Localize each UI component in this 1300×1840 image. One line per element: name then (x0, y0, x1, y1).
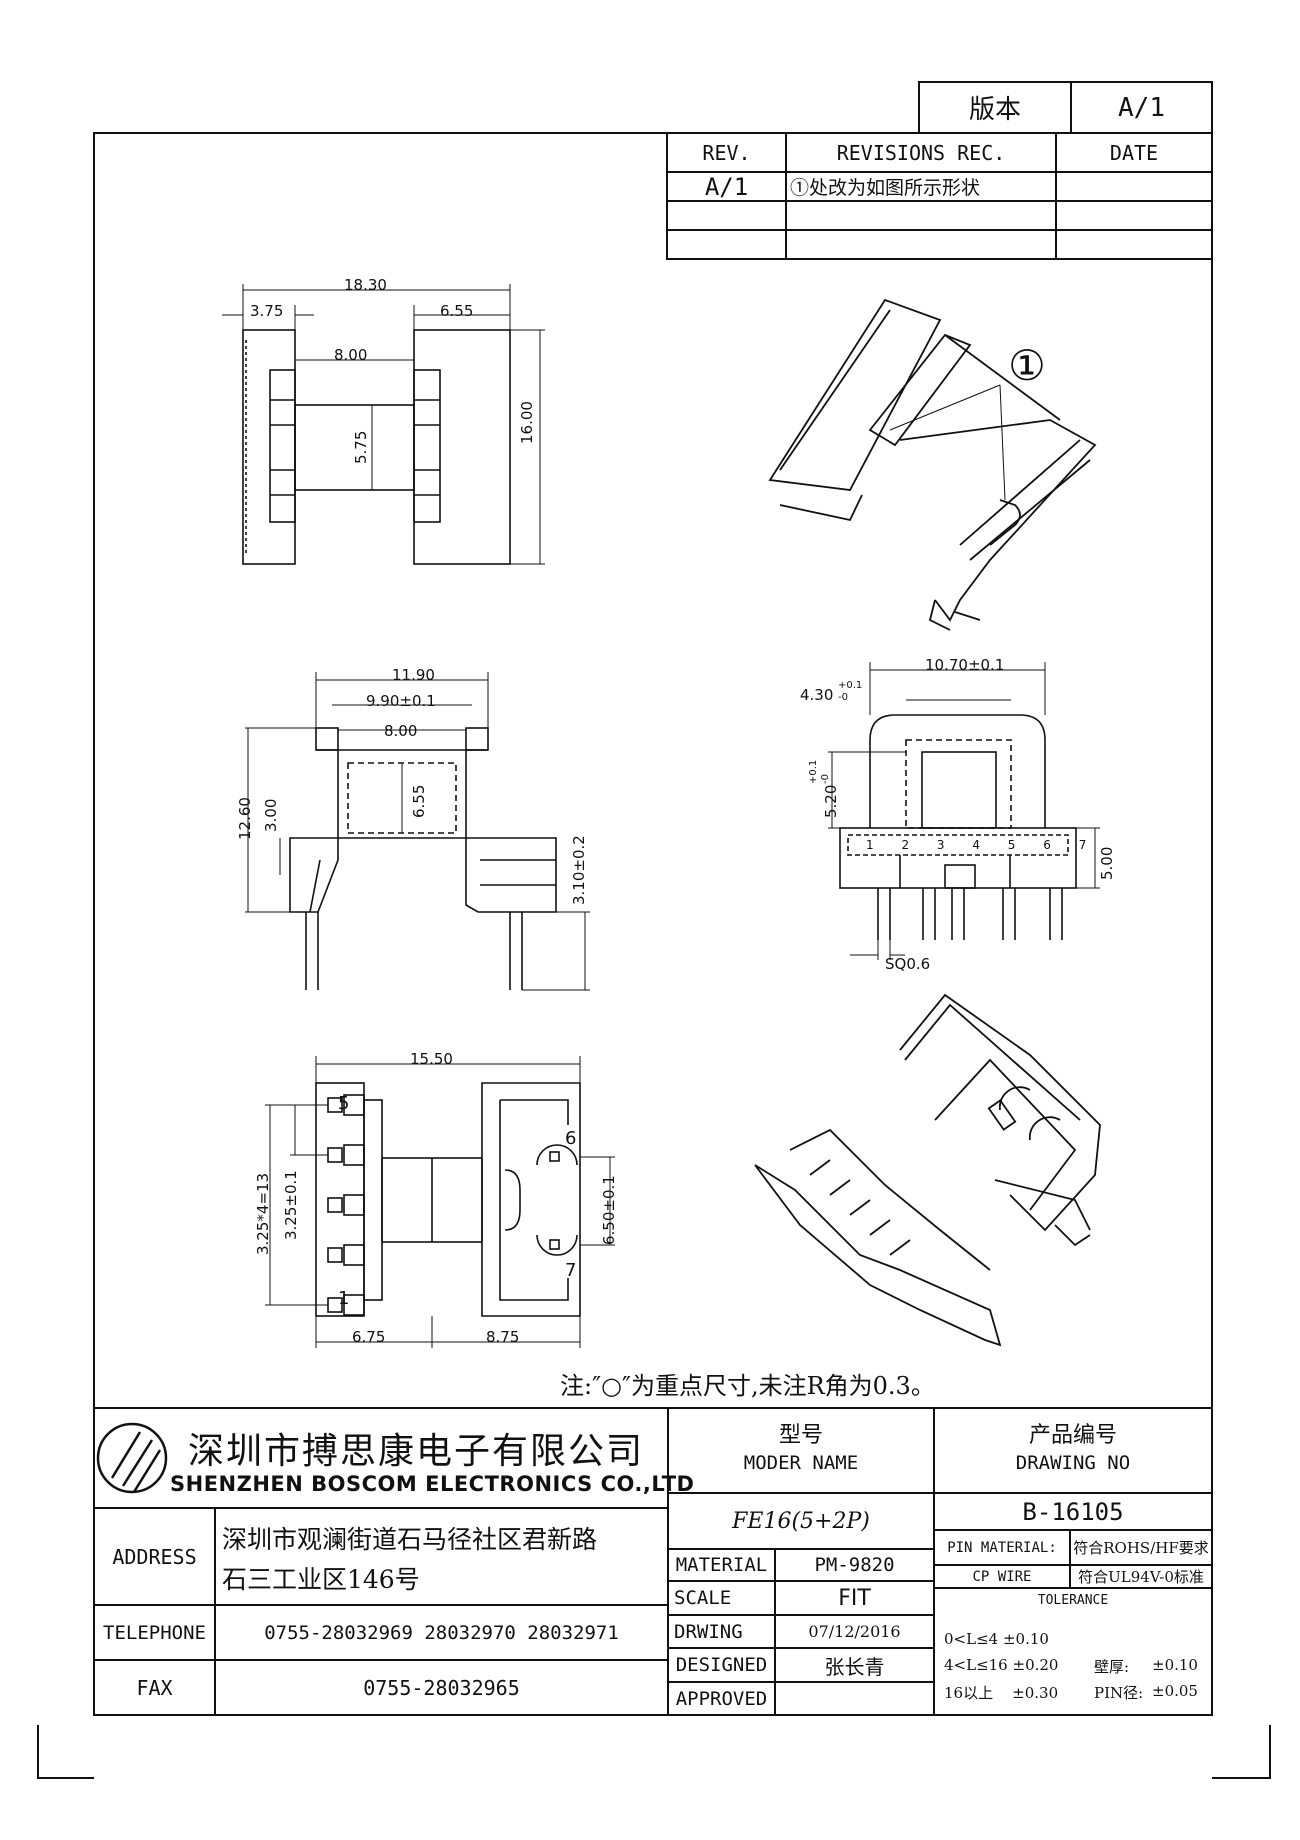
dim-O: 3.25*4=13 (254, 1172, 272, 1255)
rev-row-1-rev: A/1 (704, 172, 749, 201)
approved-label: APPROVED (675, 1687, 768, 1710)
dim-A: 18.30 (344, 276, 387, 294)
wall-thickness-value: ±0.10 (1152, 1656, 1198, 1674)
isometric-view-bottom (754, 993, 1101, 1347)
date-header: DATE (1109, 140, 1159, 165)
dim-L: 5.00 (1098, 846, 1116, 880)
isometric-view-top (768, 298, 1097, 631)
dim-G: 6.55 (410, 784, 428, 818)
dim-top-right-width: 6.55 (440, 302, 474, 320)
company-name-cn: 深圳市搏思康电子有限公司 (188, 1431, 645, 1472)
dim-top-inner: 8.00 (334, 346, 368, 364)
dim-I-tol-minus: -0 (820, 774, 831, 784)
side-view (289, 727, 557, 990)
pin-material-value: 符合ROHS/HF要求 (1073, 1539, 1209, 1557)
address-line-1: 深圳市观澜街道石马径社区君新路 (222, 1525, 598, 1554)
dim-B: 16.00 (518, 401, 536, 444)
version-label: 版本 (968, 95, 1021, 125)
tolerance-line-3: 16以上 ±0.30 (944, 1684, 1059, 1702)
tolerance-line-2: 4<L≤16 ±0.20 (944, 1656, 1059, 1674)
material-label: MATERIAL (675, 1554, 768, 1576)
material-value: PM-9820 (814, 1554, 895, 1576)
dim-bottom-right-width: 8.75 (486, 1328, 520, 1346)
fax-label: FAX (136, 1675, 173, 1700)
rev-row-1-rec: ①处改为如图所示形状 (790, 177, 981, 199)
version-value: A/1 (1118, 92, 1165, 123)
dim-M: SQ0.6 (885, 955, 931, 973)
company-logo (96, 1422, 168, 1494)
telephone-value: 0755-28032969 28032970 28032971 (264, 1621, 619, 1644)
dim-K: 4.30 (800, 686, 834, 704)
pin-label-7: 7 (565, 1260, 577, 1281)
bottom-view (315, 1082, 581, 1317)
drawing-no-value: B-16105 (1022, 1497, 1124, 1526)
pin-label-6: 6 (565, 1128, 577, 1149)
designed-value: 张长青 (824, 1654, 885, 1679)
wall-thickness-label: 壁厚: (1094, 1658, 1130, 1676)
bottom-view-dimensions (265, 1056, 615, 1348)
designed-label: DESIGNED (675, 1654, 768, 1676)
dim-K-tol-plus: +0.1 (838, 680, 863, 691)
drawing-label: DRWING (674, 1620, 743, 1643)
drawing-no-cn: 产品编号 (1028, 1423, 1117, 1448)
pin-label-1: 1 (338, 1288, 350, 1309)
tolerance-label: TOLERANCE (1037, 1592, 1109, 1608)
drawing-no-en: DRAWING NO (1015, 1452, 1131, 1474)
company-name-en: SHENZHEN BOSCOM ELECTRONICS CO.,LTD (170, 1472, 695, 1496)
dim-D: 11.90 (392, 666, 435, 684)
scale-value: FIT (838, 1585, 871, 1611)
dim-N: 15.50 (410, 1050, 453, 1068)
telephone-label: TELEPHONE (103, 1621, 206, 1644)
pin-label-5: 5 (338, 1093, 350, 1114)
dim-F: 3.00 (262, 798, 280, 832)
dim-Q: 6.50±0.1 (600, 1175, 618, 1245)
pin-diameter-label: PIN径: (1094, 1684, 1144, 1702)
tolerance-line-1: 0<L≤4 ±0.10 (944, 1630, 1049, 1648)
pin-material-label: PIN MATERIAL: (947, 1539, 1057, 1556)
callout-lines (889, 384, 1006, 501)
dim-top-left-width: 3.75 (250, 302, 284, 320)
side-view-dimensions (245, 672, 590, 991)
dim-J: 10.70±0.1 (925, 656, 1005, 674)
drawing-note: 注:″○″为重点尺寸,未注R角为0.3。 (560, 1372, 935, 1400)
drawing-date: 07/12/2016 (808, 1622, 901, 1641)
dim-I-tol-plus: +0.1 (808, 759, 819, 784)
rev-header: REV. (702, 140, 751, 165)
pin-diameter-value: ±0.05 (1152, 1682, 1198, 1700)
front-view-dimensions (828, 662, 1100, 960)
front-pin-marks: 1 2 3 4 5 6 7 (866, 838, 1099, 852)
dim-R: 9.90±0.1 (366, 692, 436, 710)
dim-H: 3.10±0.2 (570, 835, 588, 905)
address-label: ADDRESS (112, 1544, 197, 1569)
model-name-value: FE16(5+2P) (732, 1508, 870, 1534)
fax-value: 0755-28032965 (363, 1675, 520, 1700)
dim-P: 3.25±0.1 (282, 1170, 300, 1240)
dim-I: 5.20 (822, 784, 840, 818)
top-view-dimensions (222, 284, 545, 565)
model-name-cn: 型号 (778, 1423, 823, 1448)
address-line-2: 石三工业区146号 (222, 1565, 420, 1594)
revisions-rec-header: REVISIONS REC. (836, 140, 1006, 165)
rev-row-1-date (1056, 172, 1212, 201)
top-view (242, 329, 511, 565)
dim-E: 8.00 (384, 722, 418, 740)
dim-K-tol-minus: -0 (838, 692, 848, 703)
callout-1: ① (1008, 340, 1046, 390)
scale-label: SCALE (674, 1587, 732, 1609)
cp-wire-label: CP WIRE (972, 1568, 1032, 1585)
dim-S: 12.60 (236, 797, 254, 840)
cp-wire-value: 符合UL94V-0标准 (1078, 1568, 1204, 1586)
front-view (839, 714, 1077, 940)
model-name-en: MODER NAME (743, 1452, 859, 1474)
dim-C: 5.75 (352, 430, 370, 464)
approved-value (775, 1682, 934, 1715)
dim-bottom-left-width: 6.75 (352, 1328, 386, 1346)
